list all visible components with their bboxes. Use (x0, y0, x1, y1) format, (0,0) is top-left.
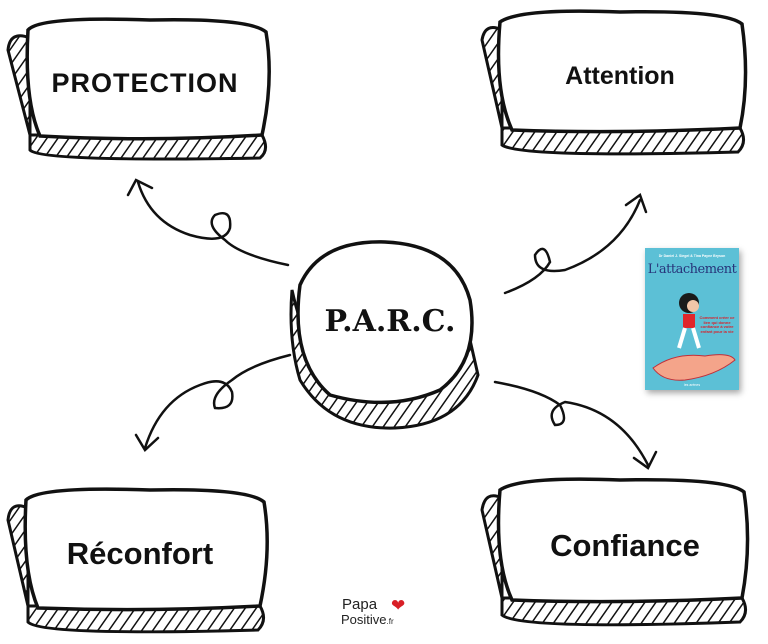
arrow-to-protection (126, 178, 290, 267)
arrow-to-reconfort (134, 353, 292, 452)
arrow-to-attention (503, 193, 648, 295)
label-attention: Attention (565, 62, 675, 90)
label-protection: PROTECTION (51, 68, 239, 98)
box-attention (480, 9, 748, 156)
logo-positive: Positive (341, 612, 387, 627)
logo-tld: .fr (386, 617, 394, 626)
box-reconfort (6, 487, 269, 634)
label-reconfort: Réconfort (66, 536, 214, 571)
papa-positive-logo: Papa ❤ Positive.fr (338, 596, 428, 640)
label-parc: P.A.R.C. (324, 304, 456, 339)
heart-icon: ❤ (391, 596, 406, 615)
book-subtitle: Comment créer ce lien qui donne confianc… (699, 315, 735, 334)
label-confiance: Confiance (550, 528, 700, 563)
book-publisher: les arènes (683, 383, 701, 387)
book-cover: Dr Daniel J. Siegel & Tina Payne Bryson … (645, 248, 739, 390)
arrows (126, 178, 658, 470)
book-illustration (652, 293, 736, 381)
book-title: L'attachement (647, 262, 737, 277)
box-protection (6, 17, 271, 161)
center-circle (289, 240, 480, 430)
logo-line2: Positive.fr (341, 612, 394, 627)
book-authors: Dr Daniel J. Siegel & Tina Payne Bryson (658, 254, 726, 258)
logo-line1: Papa (342, 596, 378, 613)
box-confiance (480, 477, 750, 627)
arrow-to-confiance (493, 380, 658, 470)
